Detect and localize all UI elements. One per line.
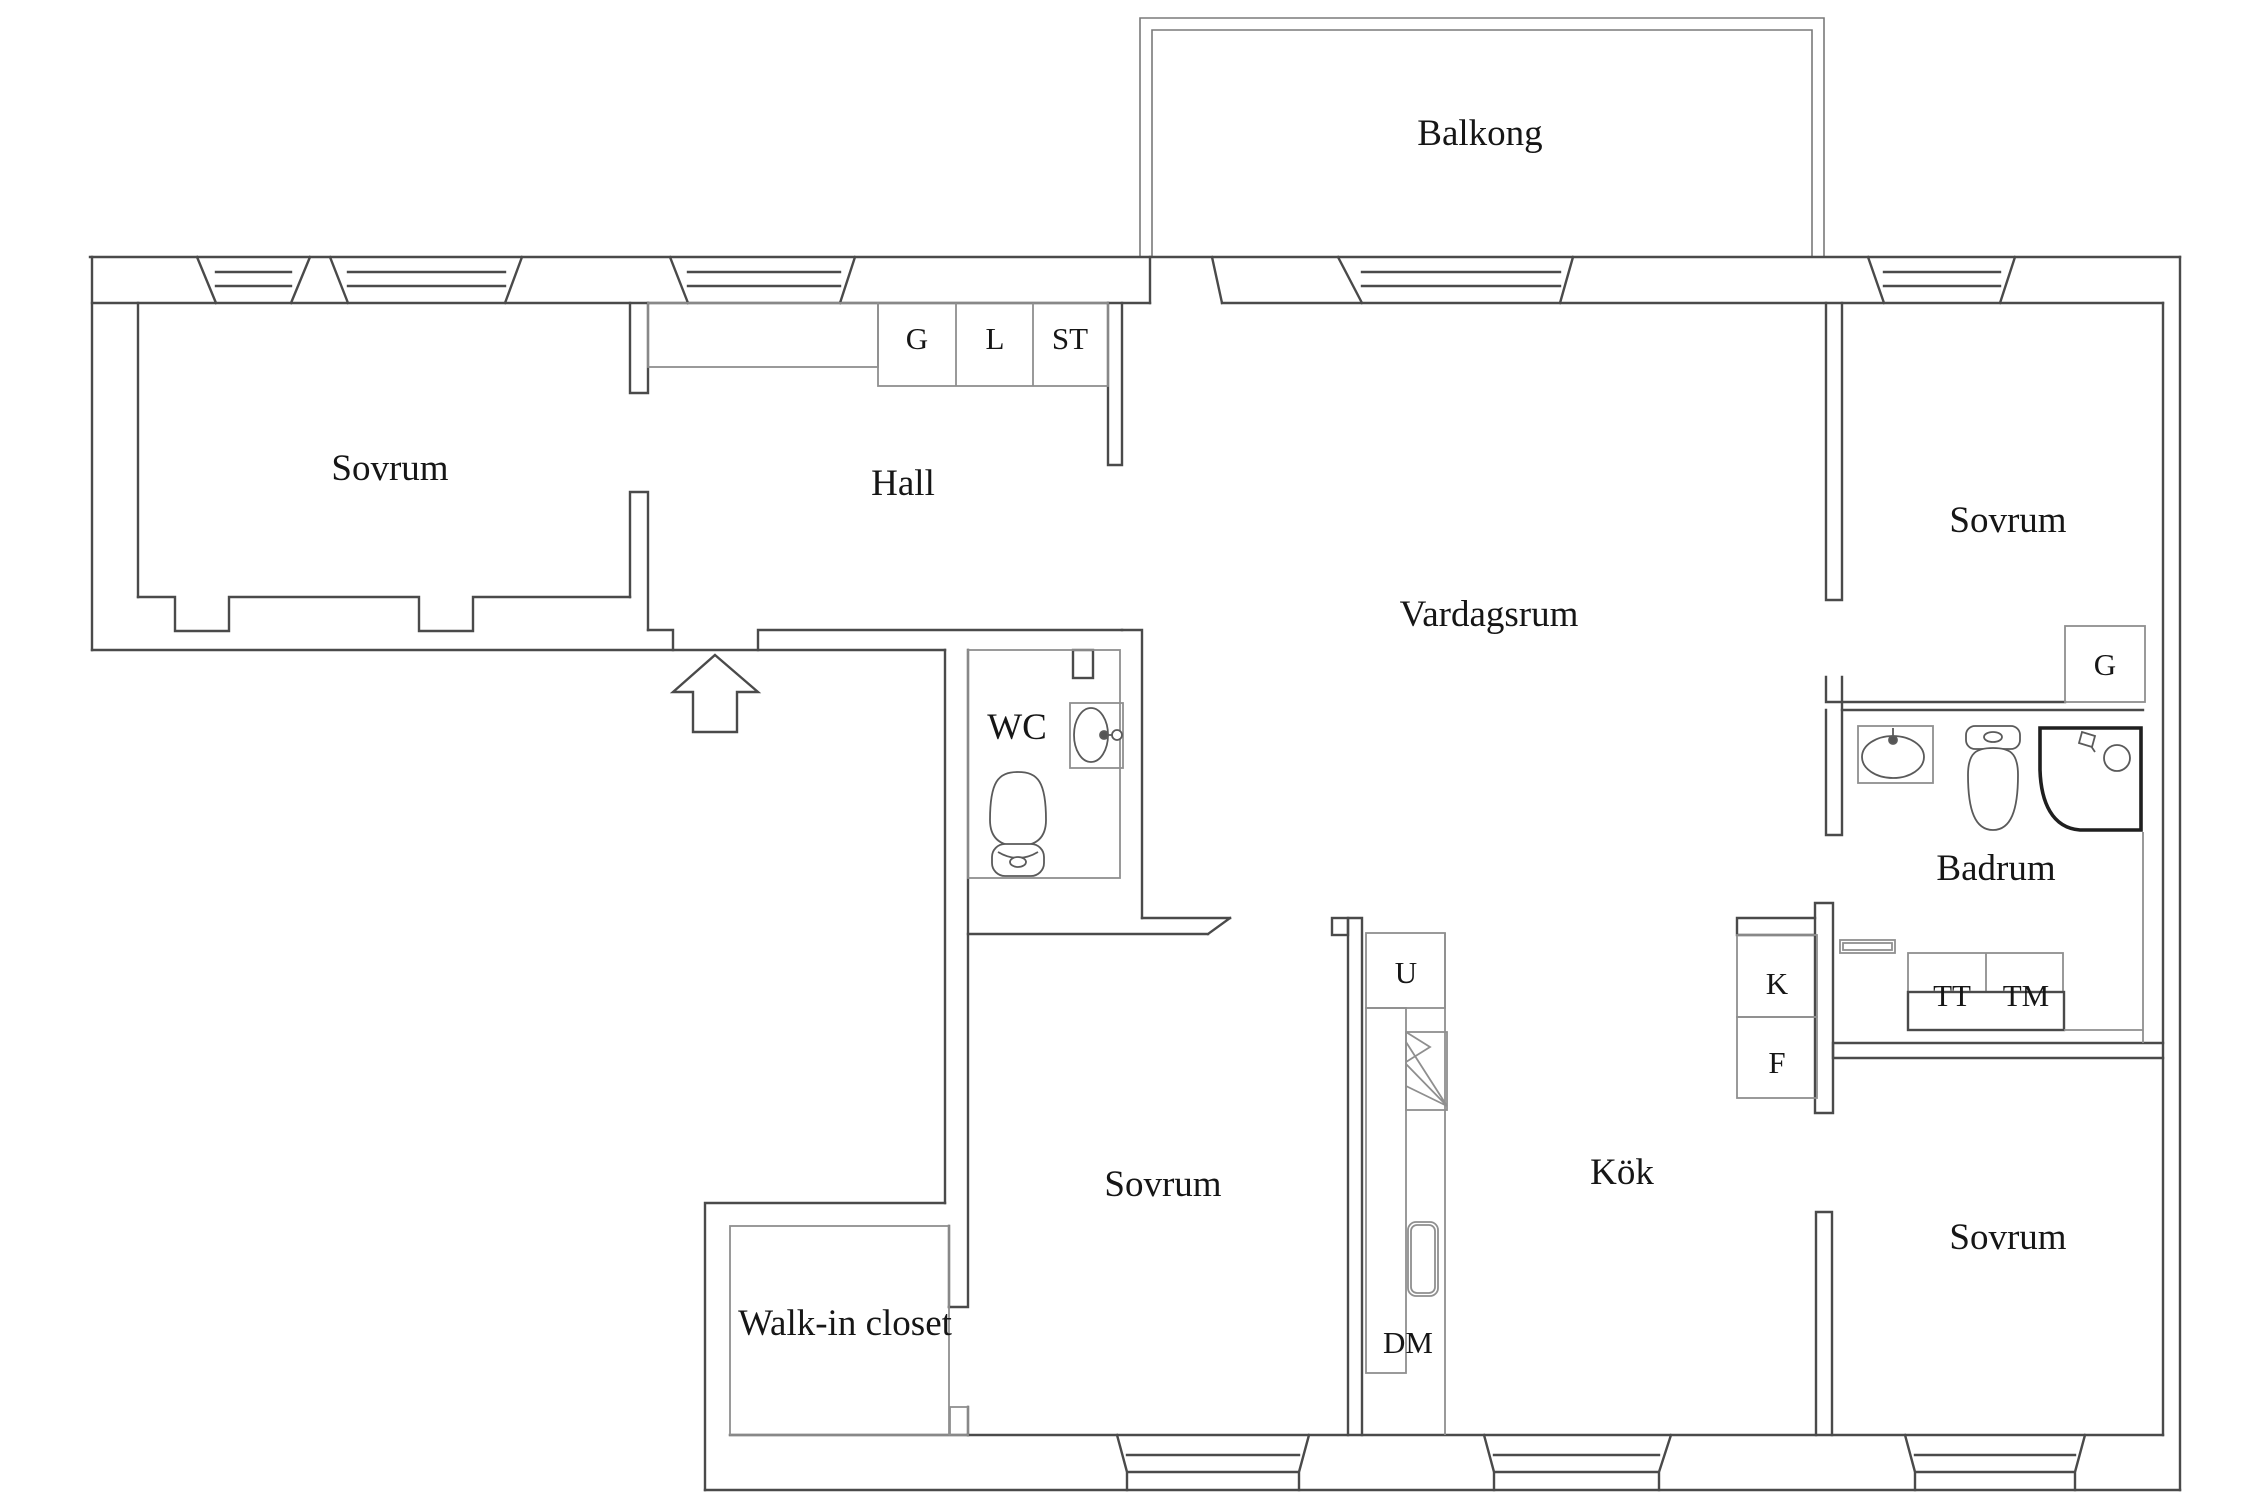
label-vardagsrum: Vardagsrum [1400,594,1579,635]
bathroom-toilet-icon [1965,725,2021,831]
label-sovrum-ne: Sovrum [1949,500,2066,541]
label-wardrobe-g2: G [2094,647,2116,682]
hall-closets [647,302,1109,387]
label-dryer-tt: TT [1933,978,1971,1013]
stove-icon [1405,1031,1448,1107]
kitchen-sink-icon [1407,1221,1439,1297]
label-freezer-f: F [1768,1045,1785,1080]
label-sovrum-mid: Sovrum [1104,1164,1221,1205]
wc-room-outline [967,649,1121,879]
label-wardrobe-g: G [906,321,928,356]
label-linen-l: L [986,321,1005,356]
bedroom-ne-wardrobe [2064,625,2146,703]
label-sovrum-se: Sovrum [1949,1217,2066,1258]
label-badrum: Badrum [1936,848,2055,889]
label-dishwasher-dm: DM [1383,1325,1433,1360]
balcony-walls [1139,17,1825,257]
wc-toilet-icon [989,771,1047,877]
entrance-arrow-icon [669,653,762,734]
windows [195,255,2087,1492]
label-hall: Hall [871,463,935,504]
label-washer-tm: TM [2003,978,2050,1013]
label-fridge-k: K [1766,966,1789,1001]
walls [88,255,2182,1492]
label-wc: WC [987,707,1047,748]
shower-icon [2038,726,2143,832]
kitchen-counter [1365,932,1448,1435]
laundry-units [1839,832,2144,1043]
label-walk-in-closet: Walk-in closet [738,1303,953,1344]
label-kok: Kök [1590,1152,1654,1193]
label-sovrum-nw: Sovrum [331,448,448,489]
wc-fixtures [989,702,1124,877]
label-balkong: Balkong [1417,113,1542,154]
label-cleaning-st: ST [1052,321,1088,356]
fridge-freezer [1736,934,1818,1099]
walk-in-closet-outline [729,1225,969,1436]
bathroom-fixtures [1857,725,2143,832]
label-oven-u: U [1395,955,1417,990]
